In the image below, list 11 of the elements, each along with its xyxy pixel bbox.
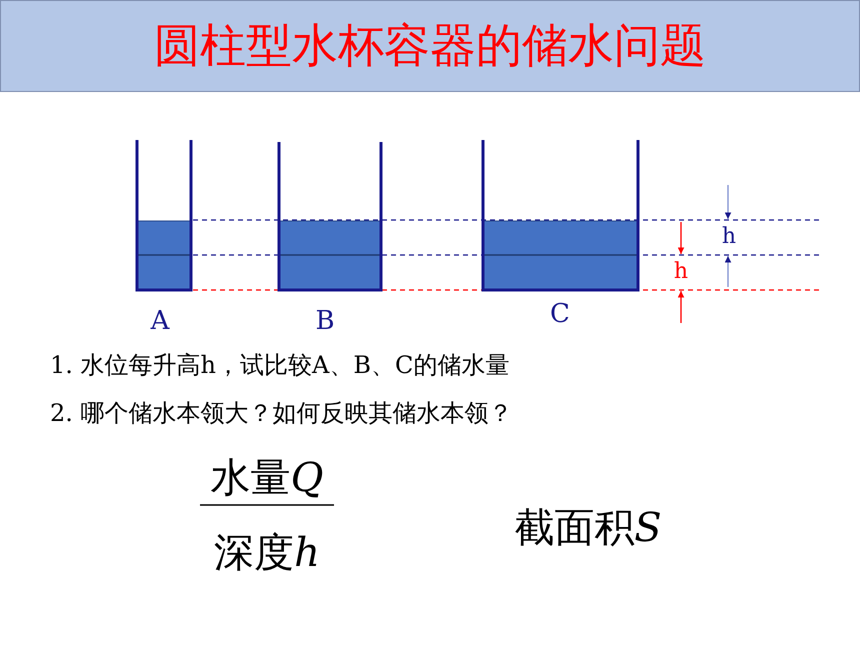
numerator: 水量Q (210, 458, 324, 498)
question-text: 2. 哪个储水本领大？如何反映其储水本领？ (50, 400, 513, 425)
dimension-label: h (722, 226, 736, 248)
cross-section-label: 截面积S (514, 508, 662, 548)
container-label: B (315, 308, 335, 334)
container-label: C (550, 300, 570, 327)
dimension-label: h (674, 260, 688, 283)
question-text: 1. 水位每升高h，试比较A、B、C的储水量 (50, 352, 510, 377)
title-banner: 圆柱型水杯容器的储水问题 (0, 0, 860, 92)
denominator: 深度h (214, 533, 320, 573)
container-label: A (150, 308, 170, 334)
